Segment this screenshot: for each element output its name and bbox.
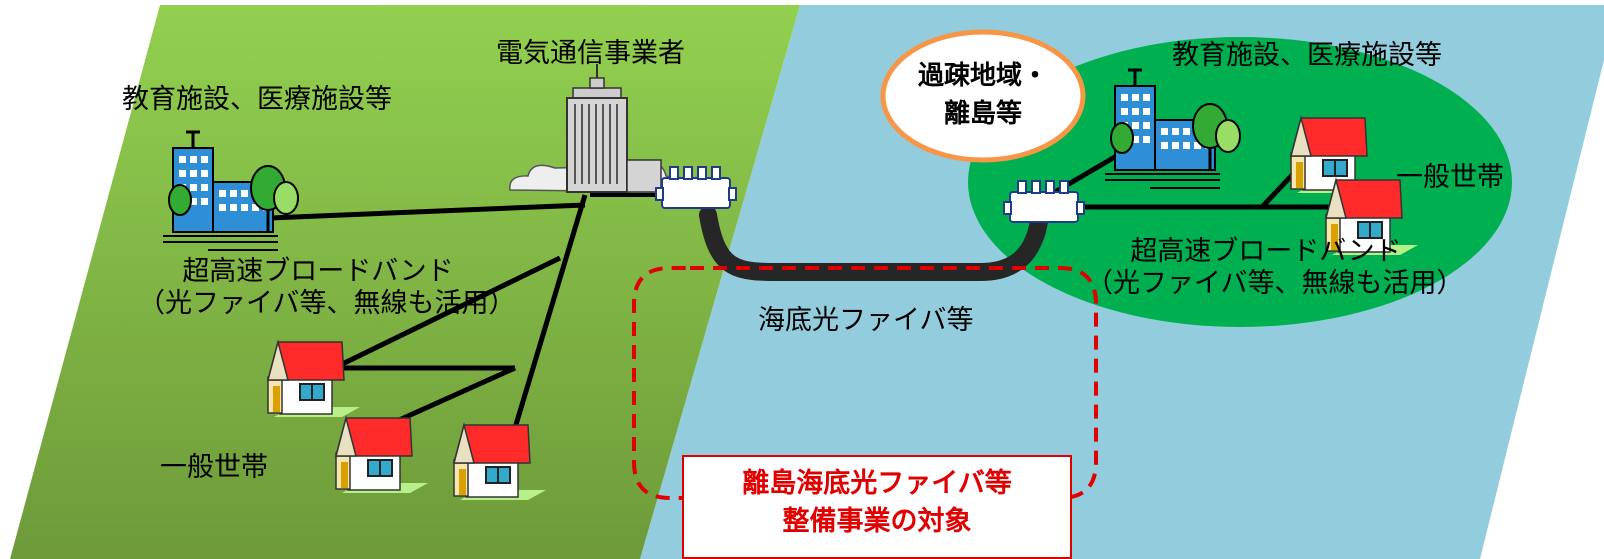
carrier-building-icon (509, 64, 678, 193)
remote-area-line2: 離島等 (943, 98, 1022, 129)
left-broadband-line2: （光ファイバ等、無線も活用） (138, 288, 516, 320)
target-line1: 離島海底光ファイバ等 (742, 468, 1012, 499)
remote-area-line1: 過疎地域・ (917, 61, 1048, 91)
remote-area-oval (880, 29, 1086, 163)
remote-area-label: 過疎地域・ 離島等 (903, 58, 1063, 133)
right-broadband-label: 超高速ブロードバンド （光ファイバ等、無線も活用） (1086, 236, 1464, 301)
right-broadband-line1: 超高速ブロードバンド (1130, 236, 1402, 267)
left-facility-label: 教育施設、医療施設等 (122, 84, 392, 115)
submarine-label: 海底光ファイバ等 (758, 305, 974, 336)
left-household-label: 一般世帯 (160, 452, 268, 483)
submarine-cable (699, 206, 1049, 282)
target-box: 離島海底光ファイバ等 整備事業の対象 (682, 455, 1072, 559)
carrier-label: 電気通信事業者 (496, 38, 685, 69)
left-broadband-label: 超高速ブロードバンド （光ファイバ等、無線も活用） (138, 256, 516, 321)
right-broadband-line2: （光ファイバ等、無線も活用） (1086, 268, 1464, 300)
right-household-label: 一般世帯 (1396, 162, 1504, 193)
target-line2: 整備事業の対象 (782, 505, 972, 537)
target-label: 離島海底光ファイバ等 整備事業の対象 (684, 465, 1070, 541)
left-broadband-line1: 超高速ブロードバンド (182, 256, 454, 287)
left-network-lines (269, 194, 588, 429)
right-facility-label: 教育施設、医療施設等 (1172, 40, 1442, 71)
